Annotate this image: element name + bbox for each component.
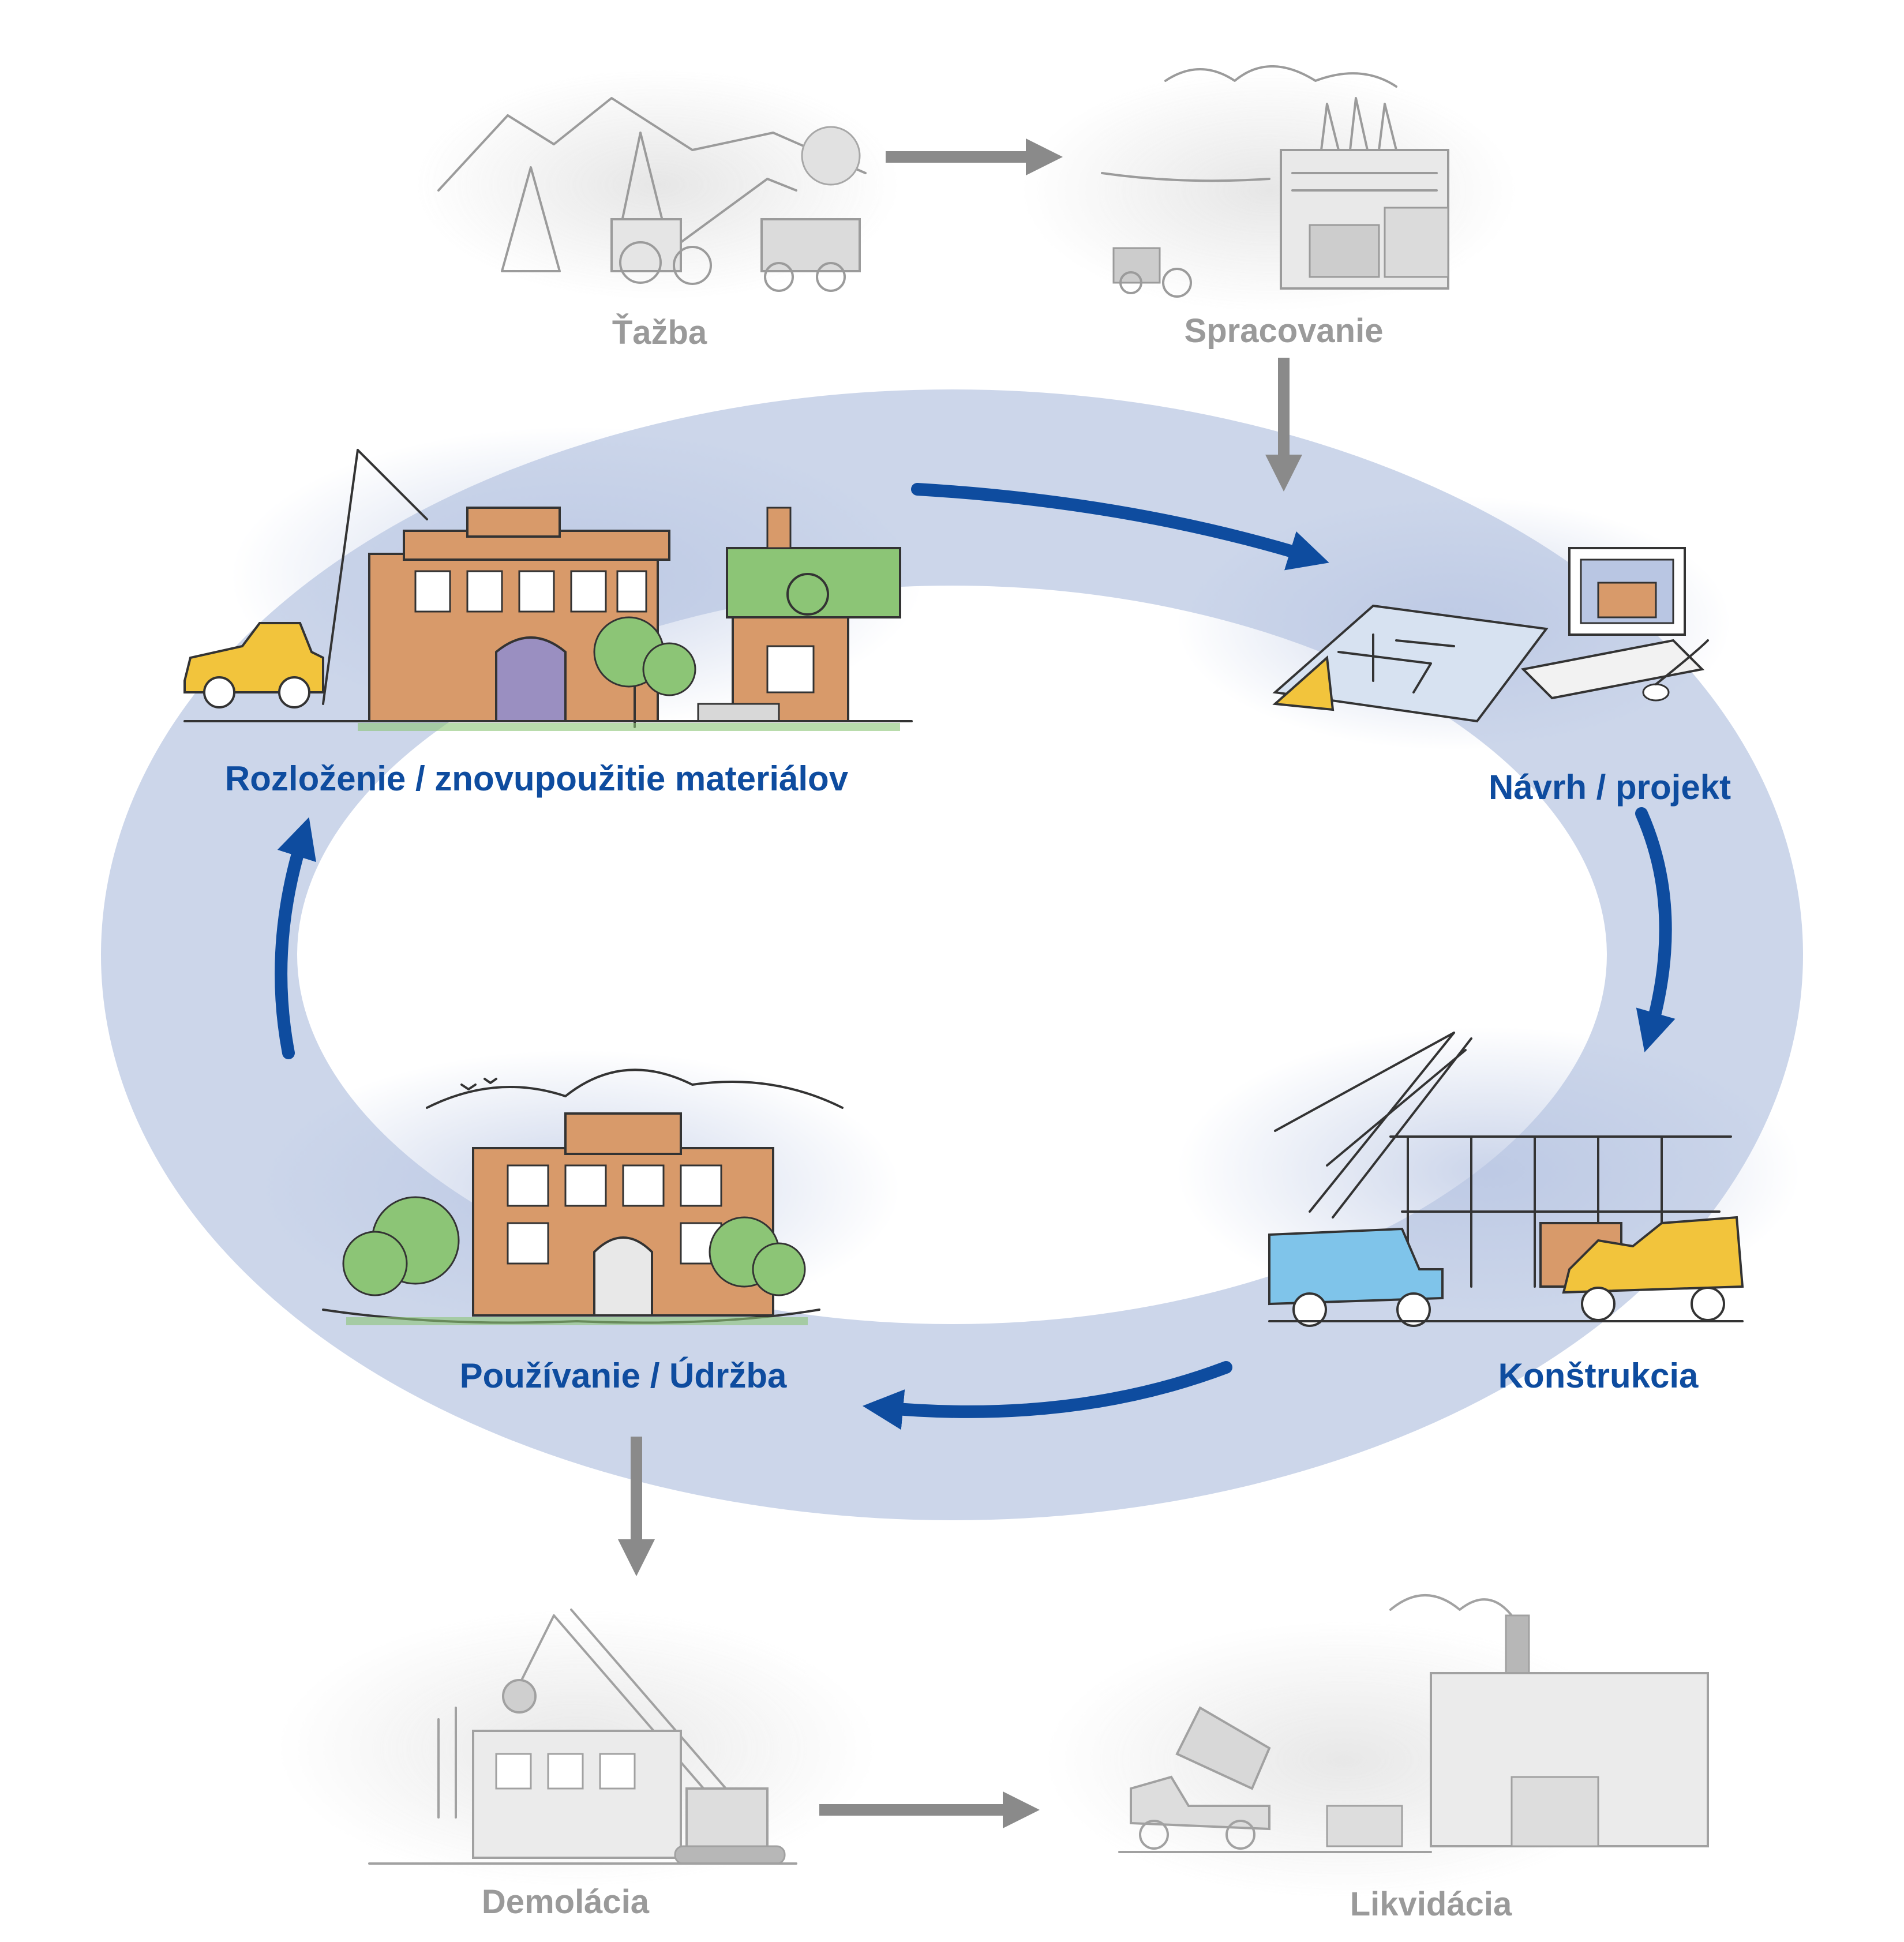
arrow-reuse-to-design — [911, 483, 1329, 571]
arrow-design-to-construction — [1635, 807, 1676, 1052]
design-illustration — [1177, 496, 1731, 750]
disposal-illustration — [1044, 1594, 1709, 1898]
stage-label-design: Návrh / projekt — [1488, 768, 1731, 807]
stage-label-deconstruction: Rozloženie / znovupoužitie materiálov — [224, 759, 849, 798]
stage-label-disposal: Likvidácia — [1350, 1885, 1512, 1923]
stage-label-extraction: Ťažba — [612, 314, 707, 351]
construction-illustration — [1177, 1027, 1800, 1327]
processing-illustration — [1021, 65, 1517, 312]
deconstruction-illustration — [183, 427, 923, 731]
stage-label-use: Používanie / Údržba — [459, 1356, 787, 1395]
arrow-use-to-reuse — [275, 817, 316, 1059]
arrow-construction-to-use — [862, 1361, 1232, 1430]
stage-label-demolition: Demolácia — [481, 1883, 650, 1921]
use-illustration — [254, 1050, 900, 1327]
extraction-illustration — [415, 69, 900, 300]
stage-label-construction: Konštrukcia — [1498, 1356, 1699, 1395]
stage-label-processing: Spracovanie — [1184, 312, 1384, 350]
demolition-illustration — [277, 1609, 877, 1887]
